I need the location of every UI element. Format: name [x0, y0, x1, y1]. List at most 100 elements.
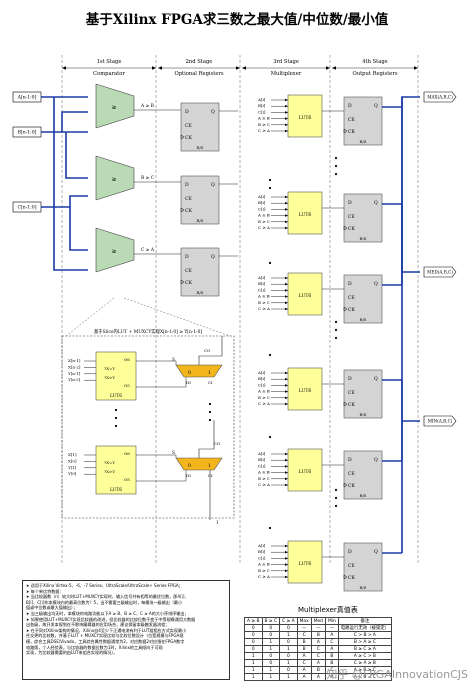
table-cell: A: [310, 638, 326, 646]
table-cell: B: [324, 652, 339, 660]
arrow-head: [285, 550, 288, 554]
inset-input-label: Y[1]: [67, 465, 77, 470]
stage-name: Comparator: [93, 71, 125, 77]
clock-mark: [343, 128, 348, 134]
clock-mark: [180, 279, 185, 285]
ellipsis-dot: [268, 435, 272, 439]
ellipsis-dot: [334, 156, 338, 160]
table-cell: A: [310, 659, 326, 667]
table-cell: 0: [261, 631, 281, 639]
pin-ce: CE: [348, 563, 355, 569]
comparator-symbol: ≥: [111, 248, 116, 255]
comparator: [95, 83, 135, 129]
pin-q: Q: [374, 103, 378, 109]
arrow-head: [285, 390, 288, 393]
pin-ck: CK: [348, 575, 356, 581]
arrow-head: [285, 295, 288, 298]
note-line: ➤ 如果使用LUT+MUXCY实现比较器的改进，但比较器的比较位数不变于中等规模…: [26, 616, 196, 622]
pin-d: D: [185, 254, 189, 260]
table-cell: C > B > A: [337, 631, 393, 639]
table-cell: C: [324, 638, 339, 646]
stage-name: Output Registers: [353, 71, 398, 77]
pin-ck: CK: [348, 402, 356, 408]
mux-select: S: [172, 451, 175, 456]
lut-pin-label: B[i]: [258, 457, 266, 462]
lut6: [287, 448, 323, 492]
table-cell: 1: [244, 659, 263, 667]
table-cell: B: [296, 645, 312, 653]
table-cell: C: [296, 631, 312, 639]
clock-mark: [343, 574, 348, 580]
arrow-head: [285, 111, 288, 114]
inset-ellipsis-dot: [114, 416, 118, 420]
lut-pin-label: C[i]: [258, 287, 266, 292]
mux-zero: 0: [188, 464, 191, 469]
comparator-output-label: C ≥ A: [141, 248, 155, 253]
input-label: C[n-1:0]: [17, 205, 36, 211]
lut-name: LUT6: [299, 469, 312, 475]
table-cell: A = B = C: [337, 673, 393, 681]
output-port: [423, 266, 457, 278]
arrow-head: [285, 465, 288, 468]
note-line: 任交更的比较数，并基于LUT + MUXCY实现比较与比较位数设计（位宽规模与F…: [26, 633, 184, 639]
lut-pin-label: C[i]: [258, 382, 266, 387]
arrow-head: [285, 396, 288, 400]
table-cell: B > A ≥ C: [337, 638, 393, 646]
inset-lut6: [95, 351, 137, 401]
pin-ce: CE: [348, 471, 355, 477]
inset-wire: [136, 377, 187, 388]
output-register: [343, 274, 383, 324]
optional-register: [180, 175, 220, 225]
arrow-head: [285, 117, 288, 120]
lut6: [287, 191, 323, 235]
lut-pin-label: B ≥ C: [258, 395, 270, 400]
ellipsis-dot: [268, 526, 272, 530]
table-cell: 0: [261, 624, 281, 632]
table-cell: A ≥ C > B: [337, 652, 393, 660]
inset-box: [61, 335, 235, 519]
lut-pin: O5: [124, 477, 130, 482]
table-cell: 0: [244, 624, 263, 632]
pin-rs: R/S: [359, 585, 366, 590]
lut6: [287, 540, 323, 584]
inset-title: 基于Slice内LUT + MUXCY实现X[n-1:0] ≥ Y[n-1:0]: [94, 328, 202, 335]
ellipsis-dot: [268, 178, 272, 182]
arrow-head: [285, 307, 288, 311]
table-cell: 1: [244, 666, 263, 674]
ellipsis-dot: [268, 186, 272, 190]
lut-name: LUT6: [299, 212, 312, 218]
lut6: [287, 272, 323, 316]
bus-b: [65, 132, 88, 179]
pin-q: Q: [374, 376, 378, 382]
output-register: [343, 542, 383, 592]
inset-wire: [136, 454, 177, 458]
lut-pin-label: B[i]: [258, 549, 266, 554]
arrow-head: [285, 123, 288, 127]
arrow-head: [285, 402, 288, 406]
inset-wire: [136, 470, 187, 482]
note-line: ➤ 当比较器数（n）较大时LUT+MUXCY实现时，输入信号共有相等的最优位数，…: [26, 594, 189, 600]
comparator-output-label: A ≥ B: [140, 104, 154, 109]
pin-d: D: [348, 200, 352, 206]
arrow-head: [285, 544, 288, 548]
table-cell: 0: [244, 645, 263, 653]
arrow-head: [285, 557, 288, 560]
inset-wire: [136, 360, 177, 365]
pin-rs: R/S: [196, 290, 203, 295]
table-cell: 0: [261, 659, 281, 667]
ellipsis-dot: [334, 488, 338, 492]
table-cell: 1: [279, 673, 298, 681]
header-cell: Max: [296, 617, 312, 625]
stage-number: 2nd Stage: [186, 59, 213, 65]
arrow-head: [285, 226, 288, 230]
arrow-head: [332, 66, 336, 70]
output-bus: [401, 96, 420, 107]
lut-pin-label: A ≥ B: [257, 294, 270, 299]
note-line: 值或中位数或最大值输出）；: [26, 605, 78, 611]
arrow-head: [236, 66, 240, 70]
mux-co: CO: [214, 441, 221, 446]
